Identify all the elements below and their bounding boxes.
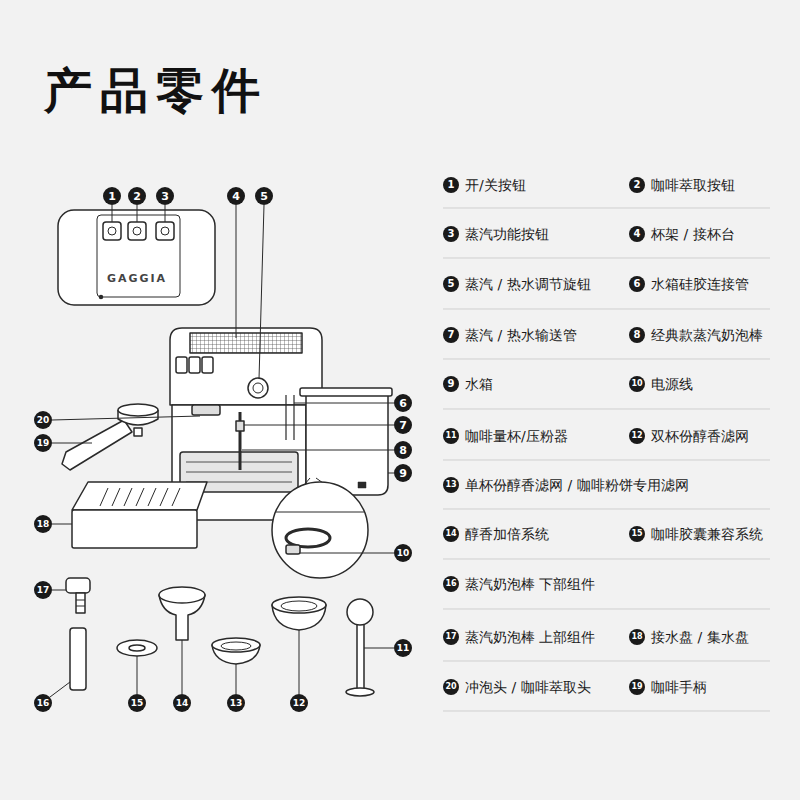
callout-number: 18	[629, 629, 645, 645]
part-name: 双杯份醇香滤网	[651, 427, 749, 445]
callout-number: 8	[629, 327, 645, 343]
callout-number: 6	[394, 394, 412, 412]
callout-number: 10	[629, 376, 645, 392]
callout-number: 10	[394, 544, 412, 562]
callout-number: 2	[629, 177, 645, 193]
callout-number: 19	[34, 434, 52, 452]
callout-number: 20	[34, 411, 52, 429]
page-title: 产品零件	[44, 60, 268, 120]
callout-number: 4	[227, 187, 245, 205]
callout-number: 9	[394, 464, 412, 482]
callout-number: 13	[227, 694, 245, 712]
part-name: 蒸汽 / 热水输送管	[465, 326, 577, 344]
callout-number: 11	[443, 428, 459, 444]
callout-number: 6	[629, 276, 645, 292]
callout-number: 3	[443, 226, 459, 242]
part-name: 蒸汽奶泡棒 下部组件	[465, 575, 595, 593]
part-name: 杯架 / 接杯台	[651, 225, 735, 243]
callout-number: 12	[290, 694, 308, 712]
part-name: 经典款蒸汽奶泡棒	[651, 326, 763, 344]
callout-number: 3	[156, 187, 174, 205]
leader-lines	[50, 205, 394, 697]
machine-drawing	[58, 210, 392, 696]
part-name: 咖啡手柄	[651, 678, 707, 696]
callout-number: 9	[443, 376, 459, 392]
part-name: 冲泡头 / 咖啡萃取头	[465, 678, 591, 696]
part-name: 开/关按钮	[465, 176, 526, 194]
callout-number: 16	[34, 694, 52, 712]
part-name: 蒸汽 / 热水调节旋钮	[465, 275, 591, 293]
callout-number: 7	[394, 416, 412, 434]
callout-number: 2	[128, 187, 146, 205]
part-name: 蒸汽功能按钮	[465, 225, 549, 243]
part-name: 咖啡量杯/压粉器	[465, 427, 568, 445]
callout-number: 11	[394, 639, 412, 657]
callout-number: 1	[443, 177, 459, 193]
callout-number: 12	[629, 428, 645, 444]
callout-number: 15	[128, 694, 146, 712]
part-name: 接水盘 / 集水盘	[651, 628, 749, 646]
callout-number: 13	[443, 477, 459, 493]
callout-number: 14	[443, 526, 459, 542]
callout-number: 20	[443, 679, 459, 695]
callout-number: 18	[34, 515, 52, 533]
callout-number: 19	[629, 679, 645, 695]
callout-number: 17	[34, 581, 52, 599]
callout-number: 8	[394, 441, 412, 459]
callout-number: 5	[255, 187, 273, 205]
callout-number: 17	[443, 629, 459, 645]
part-name: 水箱硅胶连接管	[651, 275, 749, 293]
list-separators	[443, 208, 770, 711]
callout-number: 14	[173, 694, 191, 712]
part-name: 醇香加倍系统	[465, 525, 549, 543]
callout-number: 1	[103, 187, 121, 205]
part-name: 咖啡萃取按钮	[651, 176, 735, 194]
part-name: 单杯份醇香滤网 / 咖啡粉饼专用滤网	[465, 476, 689, 494]
part-name: 咖啡胶囊兼容系统	[651, 525, 763, 543]
part-name: 电源线	[651, 375, 693, 393]
part-name: 水箱	[465, 375, 493, 393]
brand-logo: GAGGIA	[107, 272, 167, 285]
callout-number: 5	[443, 276, 459, 292]
part-name: 蒸汽奶泡棒 上部组件	[465, 628, 595, 646]
callout-number: 15	[629, 526, 645, 542]
callout-number: 16	[443, 576, 459, 592]
callout-number: 4	[629, 226, 645, 242]
callout-number: 7	[443, 327, 459, 343]
